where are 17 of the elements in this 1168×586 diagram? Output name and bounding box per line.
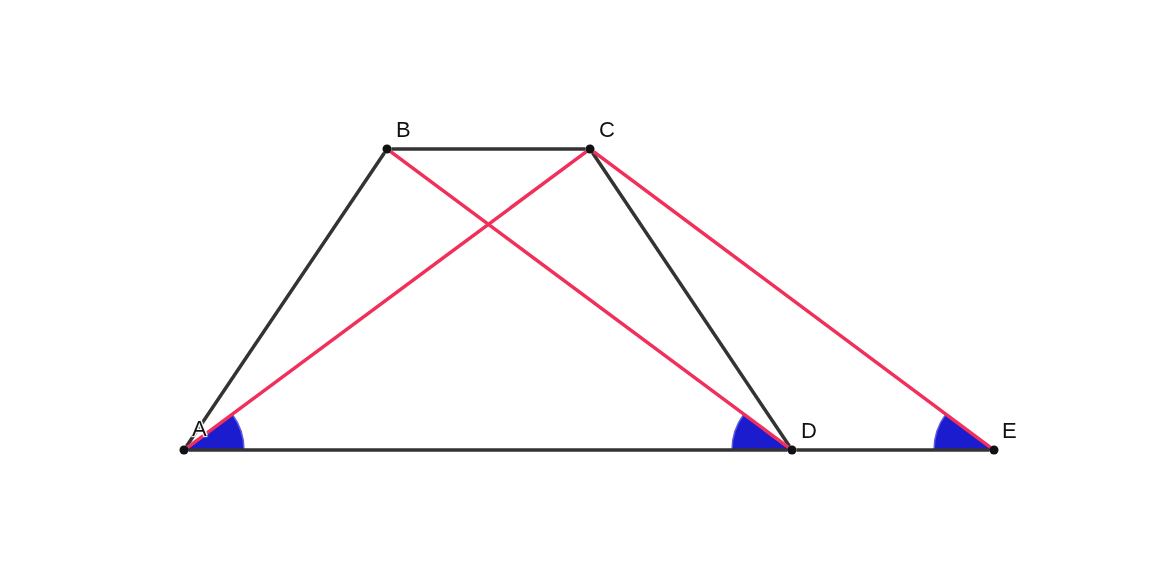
line-segment [592,150,992,449]
line-segment [591,151,791,448]
line-segment [185,151,386,448]
point-dot [787,445,797,455]
line-segment [186,150,588,449]
point-label: C [599,119,615,141]
point-dot [179,445,189,455]
line-segment [188,448,788,452]
point-dot [585,144,595,154]
line-segment [391,147,586,151]
point-label: D [801,420,817,442]
point-label: E [1002,420,1017,442]
point-label: B [396,119,411,141]
line-segment [796,448,990,452]
point-dot [989,445,999,455]
line-segment [389,150,790,449]
point-dot [382,144,392,154]
